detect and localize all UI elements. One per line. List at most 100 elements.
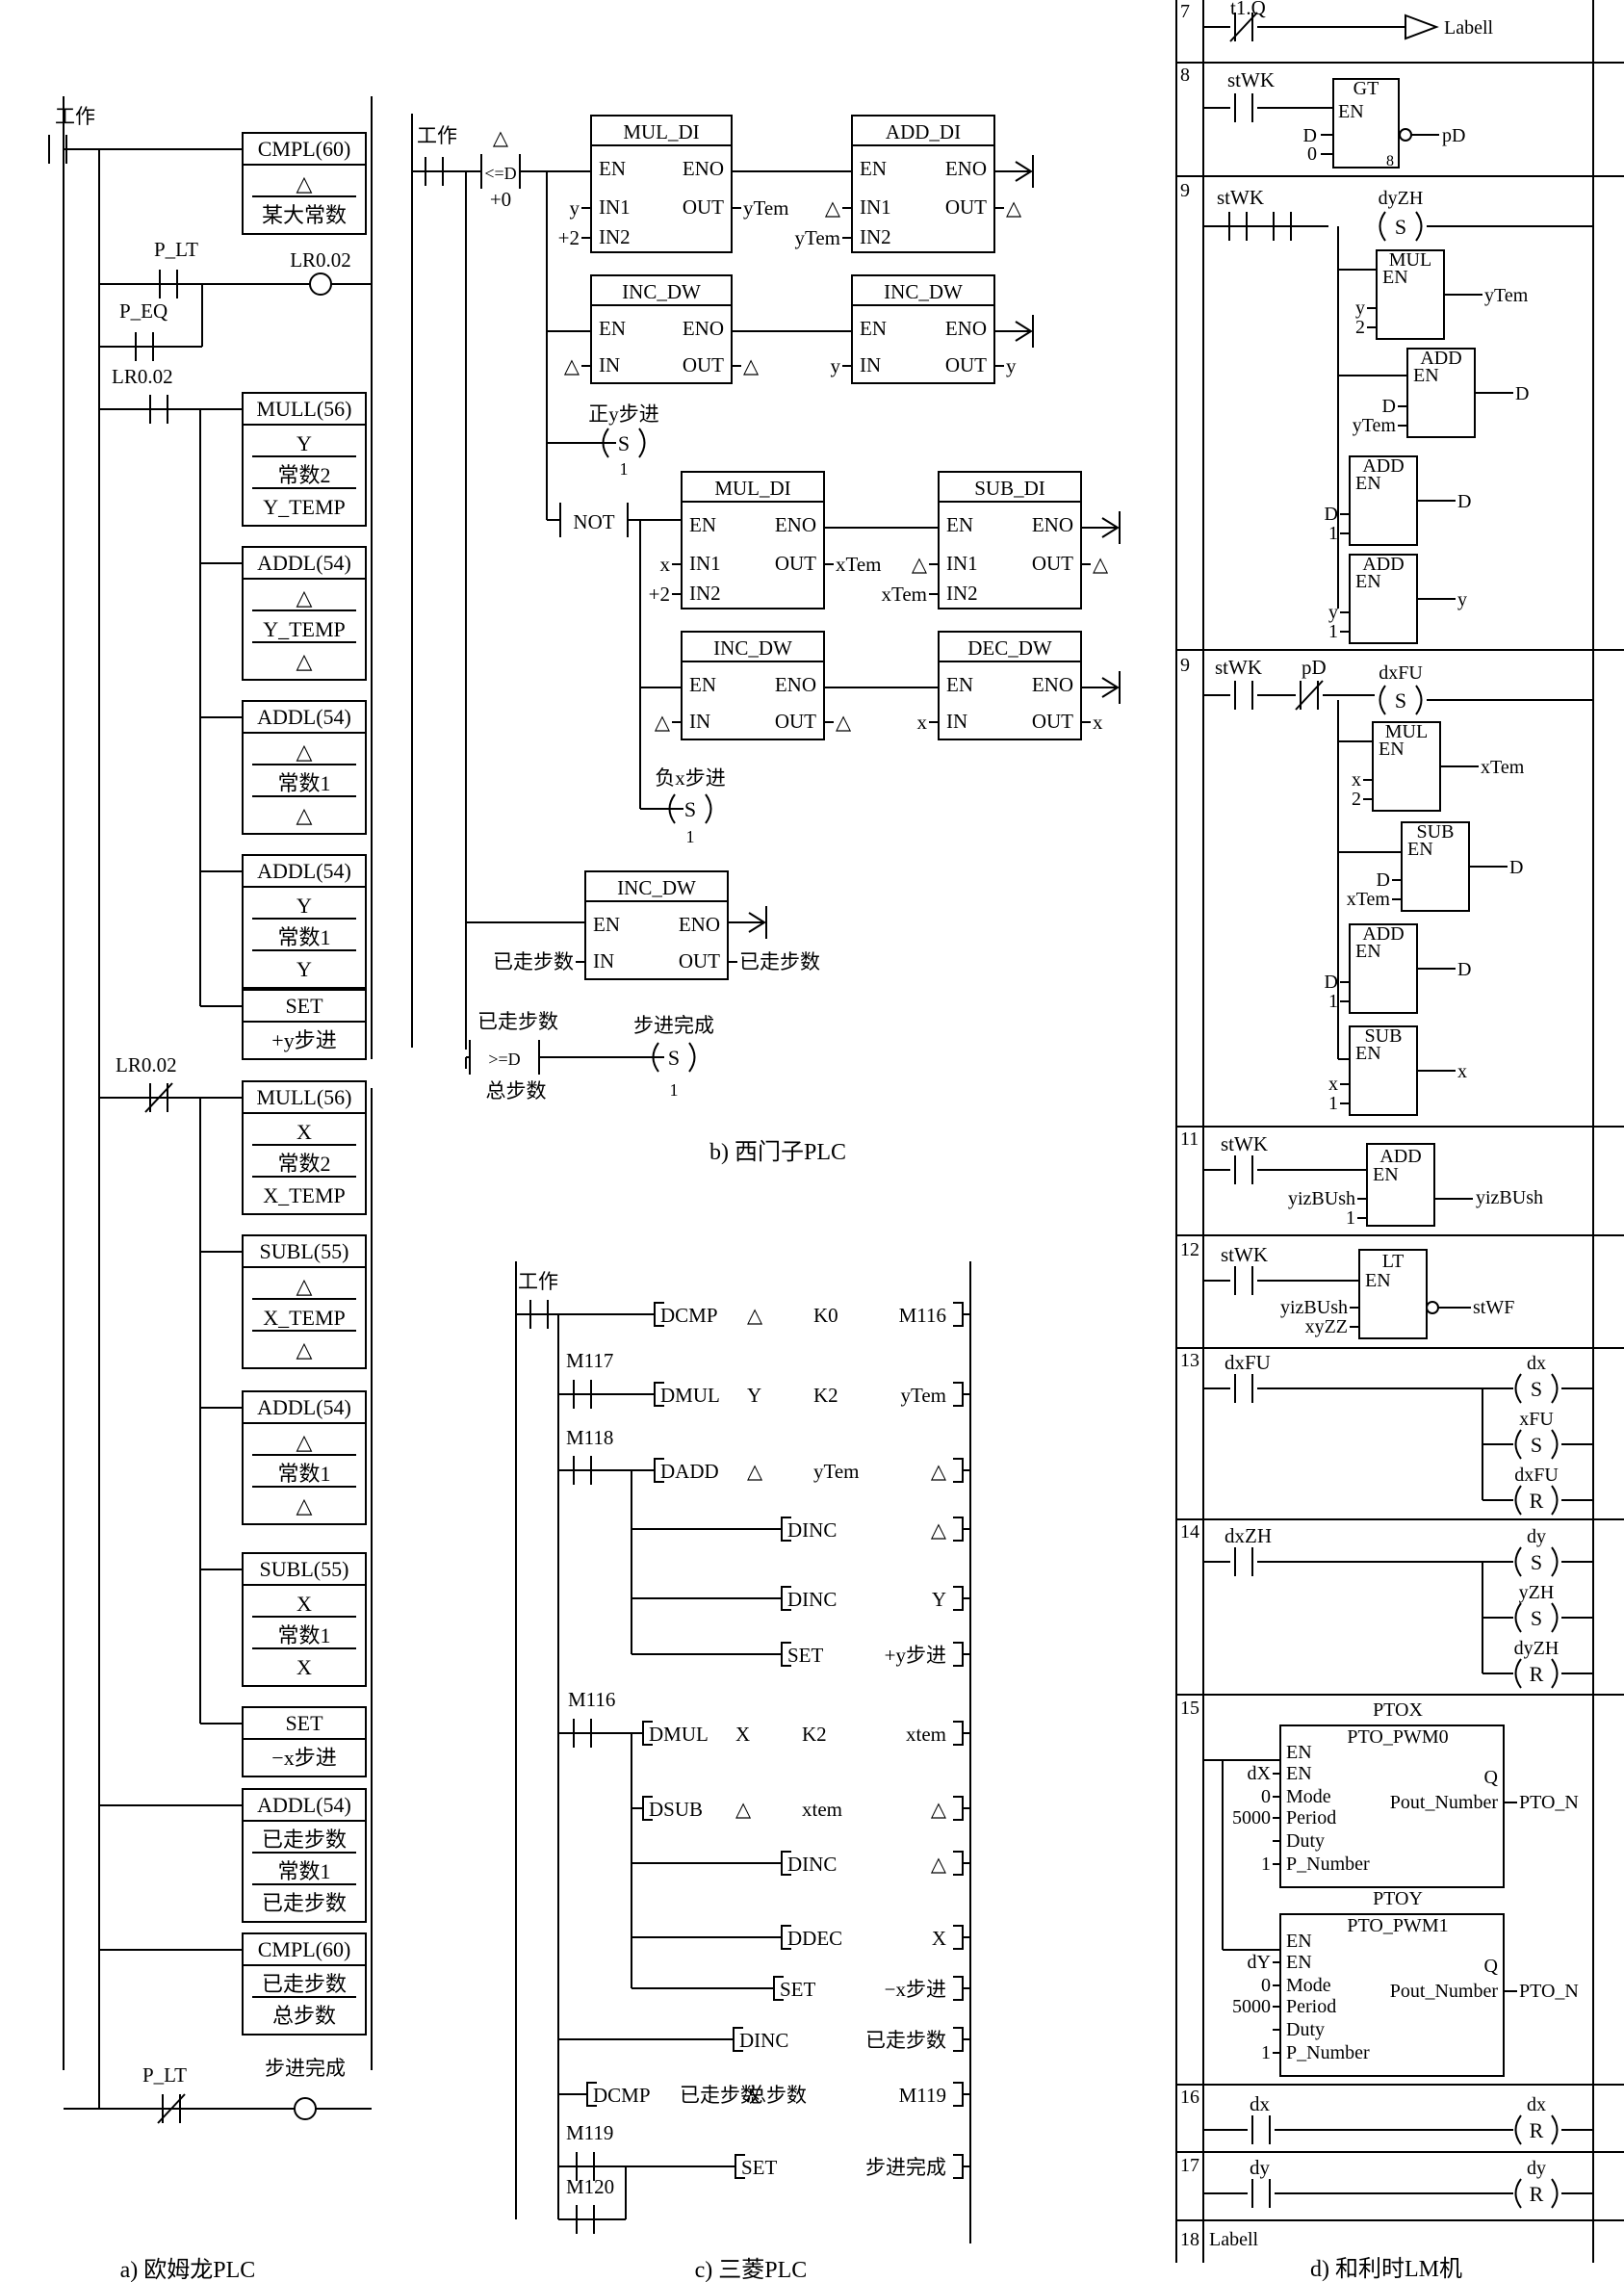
omron-contact-peq	[135, 332, 154, 361]
hollysys-gt-title: GT	[1353, 78, 1379, 99]
hollysys-sub2-block-9b	[1349, 1025, 1418, 1116]
mitsubishi-contact-m120	[576, 2205, 595, 2234]
hollysys-coil: S	[1514, 1546, 1559, 1577]
siemens-dec_dw-title: DEC_DW	[967, 636, 1052, 660]
omron-contact-plt2-label: P_LT	[142, 2063, 187, 2087]
hollysys-pto-pout: Pout_Number	[1390, 1981, 1499, 2002]
siemens-coil-xneg: S	[668, 793, 712, 824]
mitsubishi-instr-b: K0	[813, 1304, 838, 1327]
hollysys-block-in2: 2	[1352, 789, 1361, 810]
hollysys-coil-dyzh-label: dyZH	[1379, 188, 1424, 209]
hollysys-coil-name: dxFU	[1514, 1465, 1559, 1486]
siemens-eno-arrow-1	[994, 155, 1034, 188]
hollysys-contact-stwk-12-label: stWK	[1221, 1243, 1268, 1266]
hollysys-block-en: EN	[1355, 1043, 1381, 1064]
mitsubishi-instr-a: △	[747, 1304, 763, 1327]
omron-addl2-line: 常数1	[277, 771, 330, 795]
siemens-cmp-op: <=D	[484, 164, 516, 183]
omron-addl3-line: Y	[296, 894, 312, 918]
siemens-add_di-block	[851, 115, 995, 253]
siemens-pin-out: OUT	[1032, 710, 1073, 733]
siemens-inc_dw4-out: 已走步数	[739, 950, 820, 973]
siemens-mul_di1-block	[590, 115, 733, 253]
omron-mull1-line: 常数2	[277, 463, 330, 487]
hollysys-pto-val: 1	[1261, 1854, 1271, 1875]
hollysys-pto-pin: EN	[1286, 1742, 1312, 1763]
omron-mull1-line: Y	[296, 431, 312, 455]
hollysys-coil-name: dyZH	[1514, 1638, 1560, 1659]
omron-subl1-line: △	[296, 1337, 313, 1361]
mitsubishi-instr-op: DADD	[660, 1460, 719, 1483]
siemens-dec_dw-out: x	[1093, 711, 1103, 734]
hollysys-sub1-block-9b	[1401, 821, 1470, 912]
siemens-pin-en: EN	[689, 513, 716, 536]
omron-cmpl2-block	[242, 1932, 367, 2036]
instruction-bracket-right	[953, 1796, 964, 1821]
siemens-add_di-title: ADD_DI	[886, 120, 961, 143]
mitsubishi-instr-b: K2	[813, 1384, 838, 1407]
omron-addl2-block	[242, 700, 367, 835]
hollysys-pto-val: dY	[1248, 1952, 1271, 1973]
mitsubishi-instr-a: △	[931, 1853, 947, 1876]
mitsubishi-instr-op: DDEC	[787, 1927, 842, 1950]
hollysys-block-en: EN	[1355, 473, 1381, 494]
mitsubishi-instr-op: DCMP	[660, 1304, 718, 1327]
omron-contact-plt2	[157, 2093, 186, 2124]
hollysys-block-title: ADD	[1420, 348, 1461, 369]
mitsubishi-instr-a: X	[735, 1723, 750, 1746]
siemens-mul_di2-in1: x	[660, 553, 671, 576]
hollysys-block-in2: 1	[1328, 523, 1338, 544]
mitsubishi-instr-c: yTem	[900, 1384, 946, 1407]
hollysys-block-in1: D	[1377, 869, 1390, 891]
omron-addl5-title: ADDL(54)	[257, 1793, 351, 1817]
hollysys-rung-number: 9	[1180, 180, 1190, 201]
siemens-pin-en: EN	[946, 513, 973, 536]
hollysys-pto-q: Q	[1484, 1767, 1499, 1788]
omron-set1-line: +y步进	[271, 1028, 336, 1052]
mitsubishi-instr-op: DINC	[787, 1853, 837, 1876]
mitsubishi-instr-op: SET	[787, 1644, 824, 1667]
mitsubishi-instr-op: SET	[741, 2156, 778, 2179]
siemens-mul_di2-out: xTem	[836, 553, 882, 576]
siemens-coil-xneg-name: 负x步进	[655, 766, 726, 790]
hollysys-rung-number: 13	[1180, 1350, 1199, 1371]
hollysys-block-out: yTem	[1484, 285, 1529, 306]
hollysys-pto-label: PTOX	[1373, 1699, 1423, 1721]
hollysys-block-in2: yTem	[1353, 415, 1397, 436]
omron-set2-title: SET	[285, 1711, 323, 1735]
hollysys-add-title-11: ADD	[1379, 1146, 1421, 1167]
siemens-pin-out: OUT	[775, 710, 816, 733]
mitsubishi-instr-a: △	[931, 1518, 947, 1542]
omron-addl4-line: 常数1	[277, 1462, 330, 1486]
omron-subl1-line: △	[296, 1274, 313, 1298]
mitsubishi-contact-m116	[573, 1719, 592, 1748]
mitsubishi-contact-m118	[573, 1456, 592, 1485]
mitsubishi-instr-a: 已走步数	[680, 2084, 760, 2107]
hollysys-pto-pout: Pout_Number	[1390, 1792, 1499, 1813]
hollysys-coil: S	[1514, 1373, 1559, 1404]
hollysys-pto-out: PTO_N	[1519, 1981, 1579, 2002]
hollysys-lt-block	[1358, 1249, 1428, 1339]
hollysys-reset-coil: R	[1514, 2114, 1559, 2145]
coil-op: S	[1531, 1433, 1542, 1457]
omron-addl3-line: 常数1	[277, 925, 330, 949]
siemens-pin-eno: ENO	[683, 317, 724, 340]
siemens-mul_di1-title: MUL_DI	[623, 120, 699, 143]
coil-op: S	[1531, 1606, 1542, 1630]
omron-addl5-line: 已走步数	[262, 1828, 347, 1852]
hollysys-pto-val: 0	[1261, 1786, 1271, 1807]
mitsubishi-instr-a: 步进完成	[865, 2156, 946, 2179]
hollysys-contact-dxfu	[1234, 1374, 1253, 1403]
omron-cmpl1-line: △	[296, 171, 313, 195]
siemens-inc_dw1-title: INC_DW	[622, 280, 701, 303]
coil-op: S	[1395, 215, 1406, 239]
omron-cmpl2-title: CMPL(60)	[258, 1937, 351, 1961]
omron-addl1-line: △	[296, 585, 313, 609]
hollysys-pto-pin: EN	[1286, 1763, 1312, 1784]
siemens-inc_dw4-in: 已走步数	[493, 950, 574, 973]
instruction-bracket-right	[953, 1586, 964, 1611]
hollysys-contact-stwk-9b	[1234, 681, 1253, 710]
caption-b: b) 西门子PLC	[709, 1139, 846, 1165]
siemens-pin-en: EN	[599, 317, 626, 340]
hollysys-gt-in2: 0	[1307, 143, 1317, 165]
